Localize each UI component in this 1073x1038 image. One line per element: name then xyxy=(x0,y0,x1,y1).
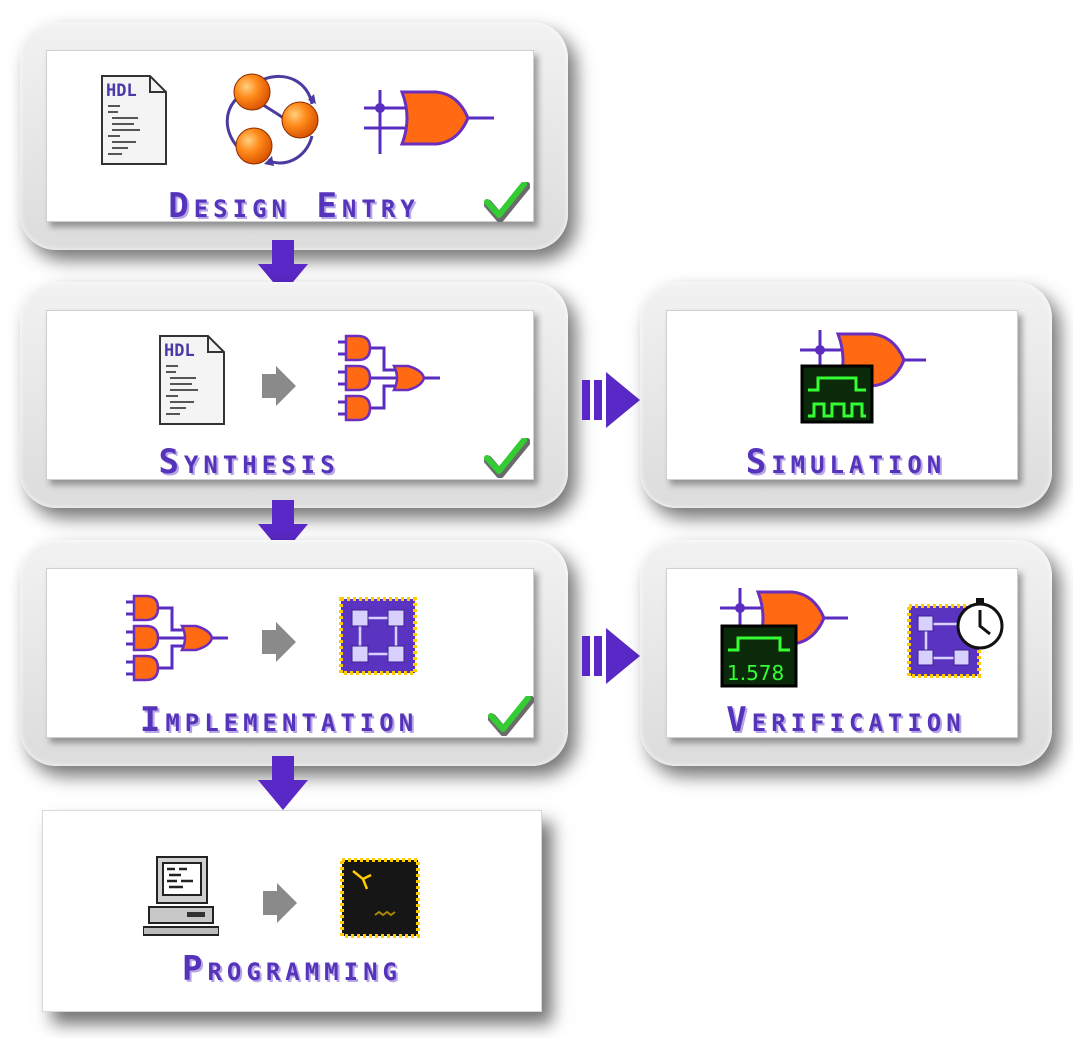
schematic-gate-icon xyxy=(364,90,494,154)
implementation-panel xyxy=(46,568,534,738)
arrow-right-icon xyxy=(263,883,297,923)
programmed-chip-icon xyxy=(340,858,420,938)
svg-text:1.578: 1.578 xyxy=(727,661,784,685)
programming-panel xyxy=(43,811,541,1011)
gate-network-icon xyxy=(126,594,228,682)
state-machine-icon xyxy=(225,73,319,166)
svg-text:HDL: HDL xyxy=(164,341,195,361)
flow-arrow-right-icon xyxy=(582,628,640,684)
implementation-label: Implementation xyxy=(139,700,419,740)
checkmark-icon xyxy=(488,696,534,736)
hdl-document-icon: HDL xyxy=(101,75,167,165)
synthesis-panel xyxy=(46,310,534,480)
gate-network-icon xyxy=(338,334,440,422)
flow-arrow-down-icon xyxy=(258,756,308,810)
verification-label: Verification xyxy=(726,700,966,740)
arrow-right-icon xyxy=(262,366,296,406)
checkmark-icon xyxy=(484,182,530,222)
simulation-stage[interactable]: Simulation xyxy=(640,282,1052,508)
programming-stage[interactable]: Programming xyxy=(42,810,542,1012)
design-entry-label: Design Entry xyxy=(168,186,420,226)
svg-text:HDL: HDL xyxy=(106,81,137,101)
flow-arrow-down-icon xyxy=(258,500,308,554)
implementation-stage[interactable]: Implementation xyxy=(20,540,568,766)
hdl-document-icon: HDL xyxy=(159,335,225,425)
programming-label: Programming xyxy=(182,949,402,989)
timing-simulation-icon: 1.578 xyxy=(720,588,848,688)
flow-arrow-down-icon xyxy=(258,240,308,294)
verification-stage[interactable]: 1.578 Verification xyxy=(640,540,1052,766)
arrow-right-icon xyxy=(262,622,296,662)
synthesis-stage[interactable]: HDL Synthesis xyxy=(20,282,568,508)
fpga-chip-icon xyxy=(339,597,417,675)
computer-icon xyxy=(143,856,219,936)
checkmark-icon xyxy=(484,438,530,478)
flow-arrow-right-icon xyxy=(582,372,640,428)
synthesis-label: Synthesis xyxy=(158,442,340,482)
simulation-gate-waveform-icon xyxy=(800,330,926,424)
timed-chip-icon xyxy=(907,598,1004,678)
design-entry-stage[interactable]: HDL xyxy=(20,22,568,250)
simulation-label: Simulation xyxy=(745,442,947,482)
